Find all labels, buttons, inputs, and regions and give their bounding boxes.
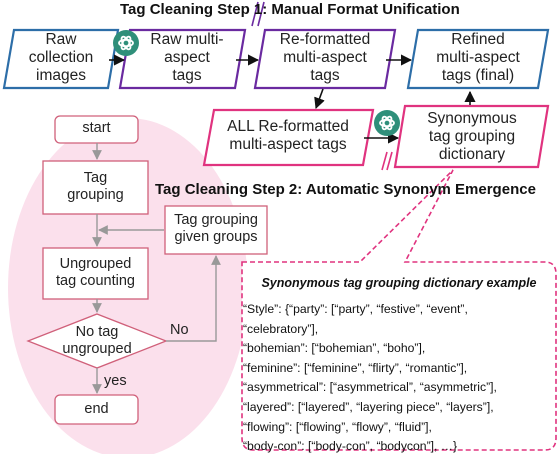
synonym-dict-node (393, 104, 550, 169)
raw-images-node (2, 28, 120, 90)
refined-line-1: Refined (451, 31, 505, 48)
all-reformatted-node (202, 108, 375, 167)
reformatted-line-3: tags (310, 66, 340, 84)
flow-grouping-line-2: grouping (67, 186, 124, 203)
raw-images-line-1: Raw (45, 31, 77, 48)
flow-decision-line-2: ungrouped (62, 340, 132, 357)
chatgpt-icon (113, 30, 139, 56)
purple-tick-2 (257, 1, 265, 27)
flow-given-groups-label: Tag grouping given groups (165, 212, 267, 245)
flow-end-label: end (84, 401, 109, 417)
dictionary-line-1: “Style”: {“party”: [“party”, “festive”, … (243, 302, 468, 316)
synonym-dict-label: Synonymous tag grouping dictionary (401, 110, 543, 163)
flow-given-line-2: given groups (174, 228, 258, 245)
raw-tags-label: Raw multi- aspect tags (131, 31, 243, 84)
flow-yes-label: yes (104, 373, 127, 389)
dictionary-line-8: “body-con”: [“body-con”, “bodycon”], …} (243, 439, 458, 454)
raw-tags-line-1: Raw multi- (150, 31, 224, 48)
flow-no-label: No (170, 322, 189, 338)
arrow-decision-no-loop (166, 255, 221, 342)
dictionary-example-text: “Style”: {“party”: [“party”, “festive”, … (243, 300, 555, 457)
synonym-dict-line-3: dictionary (438, 145, 506, 163)
step2-title: Tag Cleaning Step 2: Automatic Synonym E… (155, 181, 536, 198)
synonym-dict-line-2: tag grouping (428, 127, 516, 145)
refined-line-3: tags (final) (441, 66, 515, 84)
flow-decision-label: No tag ungrouped (47, 324, 147, 357)
flow-grouping-box (42, 160, 149, 215)
raw-images-label: Raw collection images (8, 31, 114, 84)
all-reformatted-line-2: multi-aspect tags (229, 135, 347, 153)
dictionary-line-7: “flowing”: [“flowing”, “flowy”, “fluid”]… (243, 419, 432, 434)
refined-line-2: multi-aspect (436, 48, 520, 66)
raw-images-line-2: collection (28, 48, 94, 66)
synonym-dict-line-1: Synonymous (427, 110, 517, 127)
reformatted-tags-node (253, 28, 397, 90)
dictionary-line-3: “bohemian”: [“bohemian”, “boho”], (243, 341, 426, 356)
dictionary-line-6: “layered”: [“layered”, “layering piece”,… (243, 399, 494, 414)
reformatted-line-2: multi-aspect (283, 48, 367, 66)
flow-grouping-line-1: Tag (83, 170, 108, 186)
flow-decision-line-1: No tag (75, 324, 119, 340)
raw-tags-node (118, 28, 247, 90)
dictionary-line-2: “celebratory”], (243, 321, 319, 336)
dictionary-example-title: Synonymous tag grouping dictionary examp… (261, 276, 537, 290)
all-reformatted-line-1: ALL Re-formatted (227, 118, 349, 135)
refined-tags-node (406, 28, 550, 90)
pink-tick-2 (386, 151, 393, 171)
reformatted-line-1: Re-formatted (279, 31, 371, 48)
raw-tags-line-3: tags (172, 66, 202, 84)
flow-end-box (54, 394, 139, 425)
pink-tick-1 (381, 151, 388, 171)
dictionary-line-4: “feminine”: [“feminine”, “flirty”, “roma… (243, 360, 468, 375)
chatgpt-icon (374, 110, 400, 136)
flow-counting-line-2: tag counting (55, 272, 135, 289)
step1-title: Tag Cleaning Step 1: Manual Format Unifi… (120, 1, 460, 18)
dictionary-example-callout (241, 169, 557, 451)
flow-grouping-label: Tag grouping (43, 170, 148, 203)
reformatted-tags-label: Re-formatted multi-aspect tags (260, 31, 390, 84)
purple-tick-1 (251, 1, 259, 27)
flow-given-line-1: Tag grouping (174, 212, 258, 228)
raw-images-line-3: images (36, 66, 86, 84)
flow-start-label: start (82, 120, 111, 136)
flow-counting-box (42, 247, 149, 300)
all-reformatted-label: ALL Re-formatted multi-aspect tags (208, 118, 368, 154)
arrow-reformatted-to-all (314, 88, 325, 110)
refined-tags-label: Refined multi-aspect tags (final) (413, 31, 543, 84)
flow-given-groups-box (164, 205, 268, 255)
flow-counting-label: Ungrouped tag counting (43, 256, 148, 289)
dictionary-line-5: “asymmetrical”: [“asymmetrical”, “asymme… (243, 380, 497, 395)
raw-tags-line-2: aspect (164, 48, 210, 66)
flow-counting-line-1: Ungrouped (59, 256, 132, 272)
